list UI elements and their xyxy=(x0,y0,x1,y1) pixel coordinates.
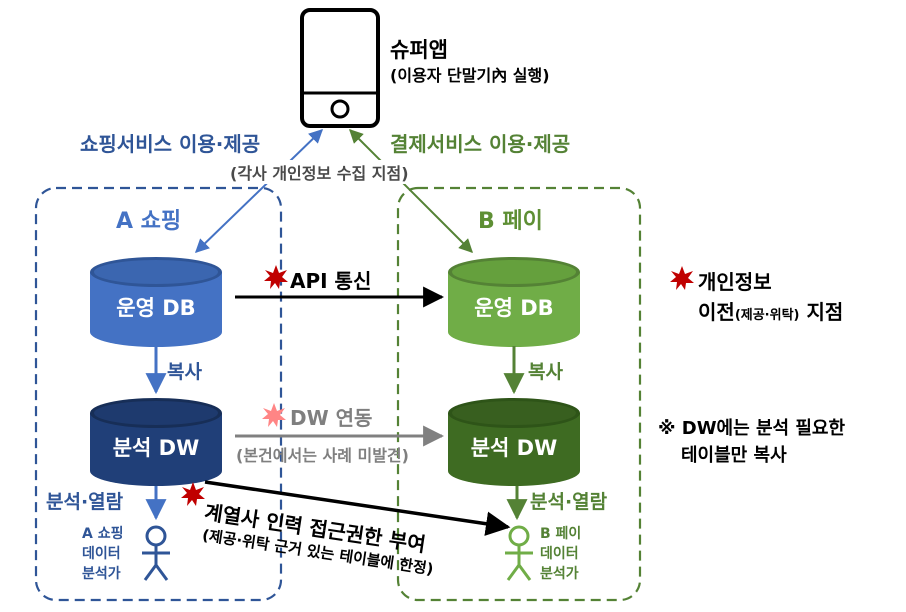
api-transfer-star-icon xyxy=(264,265,288,289)
legend-note-line2: 테이블만 복사 xyxy=(681,445,787,466)
company-b-dw-label: 분석 DW xyxy=(470,436,558,460)
company-b-name: B 페이 xyxy=(478,209,543,234)
company-a-analyst-label: A 쇼핑 데이터 분석가 xyxy=(82,526,124,582)
legend-star-icon xyxy=(670,266,694,290)
legend-transfer-line2: 이전(제공·위탁) 지점 xyxy=(698,300,844,324)
company-a-dw-cylinder xyxy=(90,398,222,486)
company-a-dw-label: 분석 DW xyxy=(112,436,200,460)
company-a-copy-label: 복사 xyxy=(167,361,202,383)
company-b-ops-db-label: 운영 DB xyxy=(474,296,554,320)
app-subtitle: (이용자 단말기內 실행) xyxy=(390,66,550,85)
api-label: API 통신 xyxy=(290,269,372,293)
arrow-affiliate xyxy=(204,480,511,536)
dw-link-star-icon xyxy=(262,403,286,427)
company-a-name: A 쇼핑 xyxy=(116,209,182,234)
smartphone-icon xyxy=(300,8,380,128)
dw-link-label: DW 연동 xyxy=(290,406,373,430)
company-b-analyst-icon xyxy=(505,525,533,581)
shopping-service-label: 쇼핑서비스 이용·제공 xyxy=(80,132,261,156)
app-title: 슈퍼앱 xyxy=(390,38,448,62)
arrow-app-b xyxy=(349,129,473,253)
legend-note-line1: ※ DW에는 분석 필요한 xyxy=(658,418,846,439)
collection-note: (각사 개인정보 수집 지점) xyxy=(230,160,409,184)
affiliate-star-icon xyxy=(181,482,205,506)
company-b-dw-cylinder xyxy=(448,398,580,486)
company-a-analyst-icon xyxy=(142,525,170,581)
company-a-ops-db-cylinder xyxy=(90,257,222,347)
company-b-ops-db-cylinder xyxy=(448,257,580,347)
legend-transfer-line1: 개인정보 xyxy=(698,270,772,294)
company-a-analysis-label: 분석·열람 xyxy=(46,491,124,513)
arrow-app-a xyxy=(194,129,324,253)
company-b-copy-label: 복사 xyxy=(528,361,563,383)
company-b-analysis-label: 분석·열람 xyxy=(530,491,608,513)
dw-link-note: (본건에서는 사례 미발견) xyxy=(236,446,409,465)
company-b-box xyxy=(396,186,642,602)
company-a-box xyxy=(34,186,283,602)
company-a-ops-db-label: 운영 DB xyxy=(116,296,196,320)
company-b-analyst-label: B 페이 데이터 분석가 xyxy=(540,526,582,582)
payment-service-label: 결제서비스 이용·제공 xyxy=(390,132,571,156)
